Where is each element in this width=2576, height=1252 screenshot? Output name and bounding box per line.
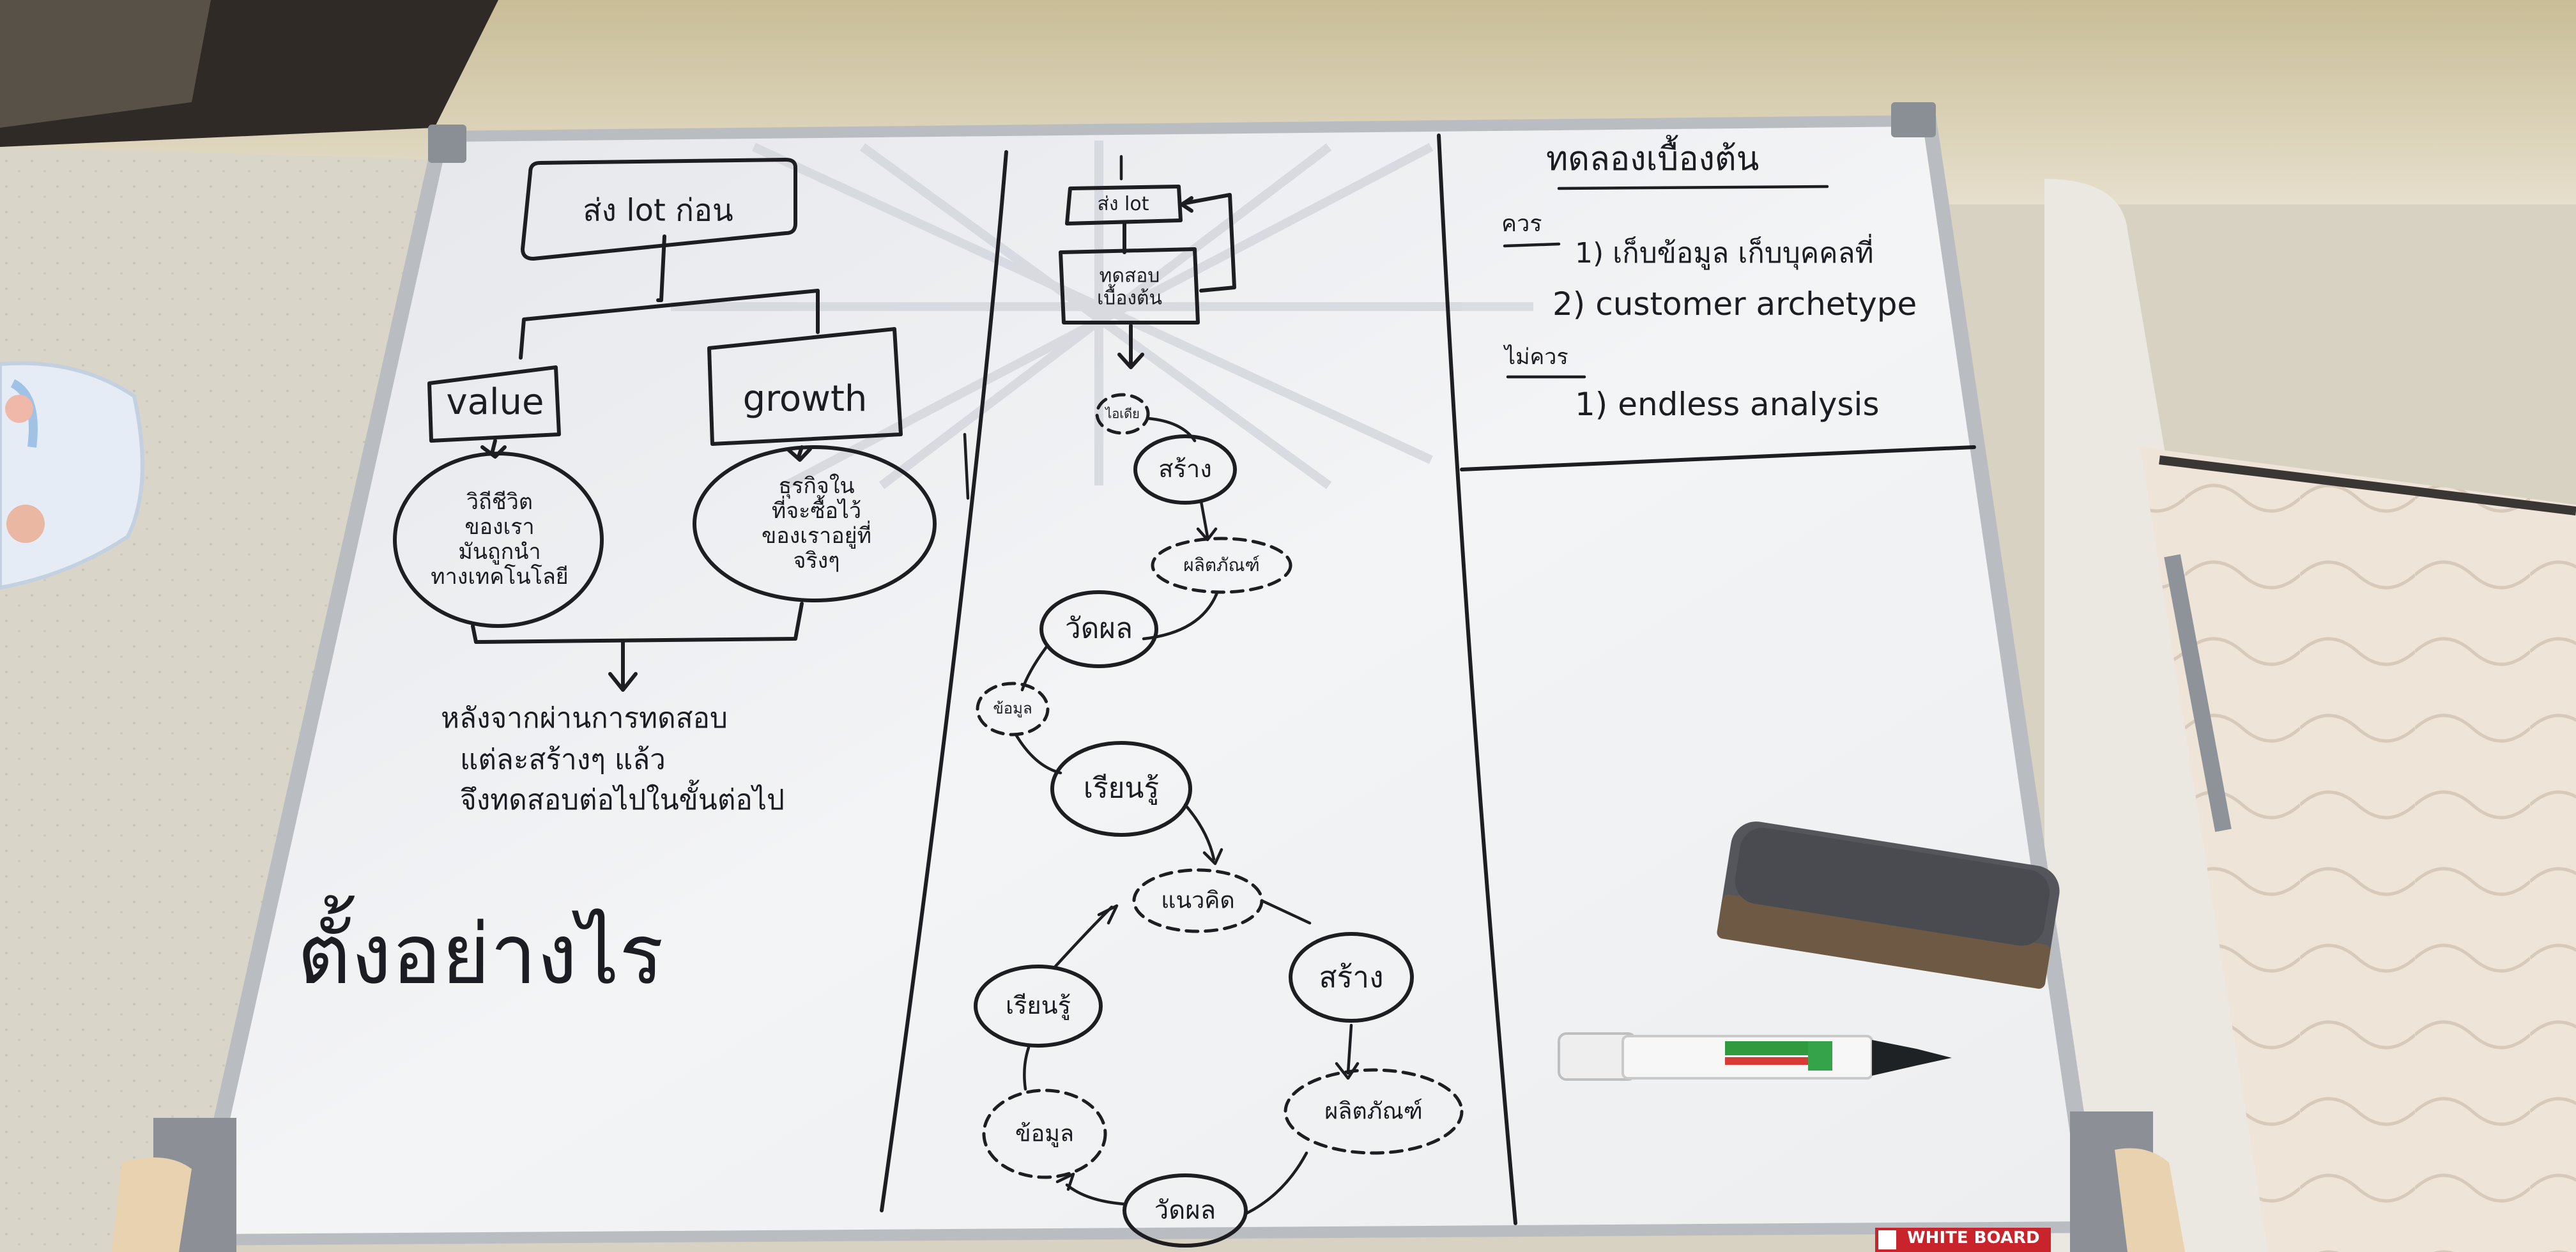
top-box-label: ส่ง lot ก่อน (583, 192, 733, 229)
dont-label: ไม่ควร (1505, 344, 1568, 370)
do-item-1: 1) เก็บข้อมูล เก็บบุคคลที่ (1575, 237, 1874, 270)
node-build: สร้าง (1158, 455, 1212, 484)
growth-circle-line: จริงๆ (793, 548, 840, 574)
right-title: ทดลองเบื้องต้น (1546, 140, 1759, 178)
box-test-line: ทดสอบ (1099, 264, 1160, 287)
box-test-line: เบื้องต้น (1097, 287, 1162, 309)
eraser (1717, 821, 2060, 989)
loop-product: ผลิตภัณฑ์ (1324, 1098, 1423, 1125)
node-idea: ไอเดีย (1105, 406, 1140, 422)
loop-data: ข้อมูล (1015, 1120, 1075, 1147)
board-brand-label: WHITE BOARD (1907, 1228, 2040, 1248)
summary-line-3: จึงทดสอบต่อไปในขั้นต่อไป (460, 784, 785, 816)
growth-circle-line: ธุรกิจใน (778, 473, 855, 499)
growth-circle-text: ธุรกิจใน ที่จะซื้อไว้ ของเราอยู่ที่ จริง… (762, 473, 871, 574)
loop-idea: แนวคิด (1161, 887, 1235, 914)
loop-build: สร้าง (1319, 959, 1384, 995)
growth-box-label: growth (742, 378, 868, 420)
value-circle-line: วิถีชีวิต (466, 489, 533, 515)
loop-learn: เรียนรู้ (1005, 991, 1071, 1020)
do-item-2: 2) customer archetype (1552, 286, 1917, 323)
node-measure: วัดผล (1064, 612, 1133, 645)
dont-item-1: 1) endless analysis (1575, 386, 1880, 423)
do-label: ควร (1501, 211, 1542, 237)
loop-measure: วัดผล (1154, 1196, 1216, 1225)
growth-circle-line: ของเราอยู่ที่ (762, 523, 871, 549)
node-data: ข้อมูล (993, 699, 1032, 718)
marker (1558, 1032, 1952, 1081)
value-circle-line: มันถูกนำ (458, 539, 541, 565)
value-circle-line: ทางเทคโนโลยี (431, 564, 569, 590)
node-product: ผลิตภัณฑ์ (1183, 554, 1260, 576)
summary-line-2: แต่ละสร้างๆ แล้ว (460, 744, 666, 776)
box-initial-test: ทดสอบ เบื้องต้น (1097, 264, 1162, 310)
value-box-label: value (446, 381, 544, 423)
growth-circle-line: ที่จะซื้อไว้ (771, 498, 862, 524)
big-question: ตั้งอย่างไร (297, 906, 664, 1003)
box-send-lot: ส่ง lot (1097, 192, 1149, 215)
value-circle-line: ของเรา (464, 514, 535, 540)
summary-line-1: หลังจากผ่านการทดสอบ (441, 702, 728, 735)
value-circle-text: วิถีชีวิต ของเรา มันถูกนำ ทางเทคโนโลยี (431, 489, 569, 590)
node-learn: เรียนรู้ (1083, 772, 1160, 805)
